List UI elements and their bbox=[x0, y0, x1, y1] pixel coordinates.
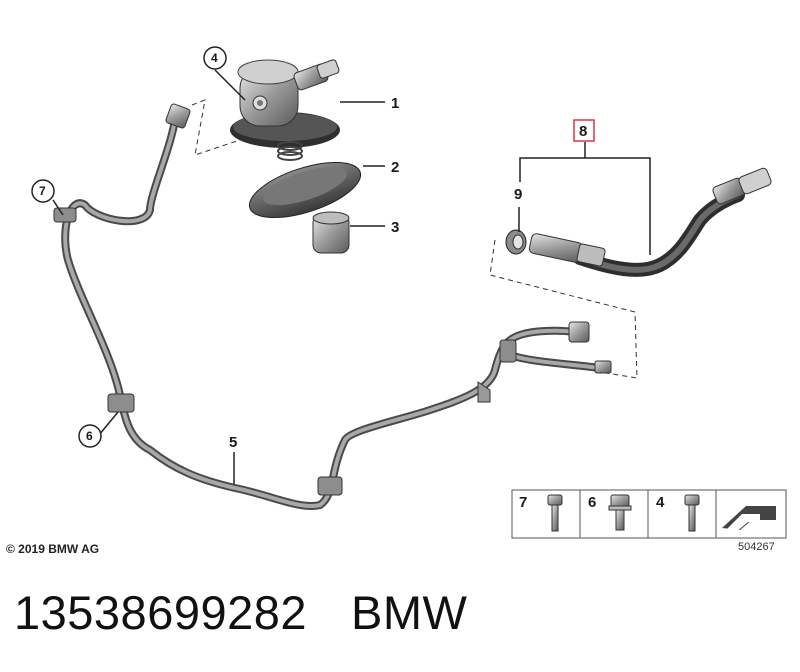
hex-bolt-icon bbox=[608, 494, 632, 531]
callout-5: 5 bbox=[229, 434, 237, 451]
callout-8: 8 bbox=[579, 123, 587, 140]
legend-num-6: 6 bbox=[588, 494, 596, 511]
fuel-hose-assembly[interactable] bbox=[528, 167, 772, 277]
callout-9: 9 bbox=[514, 186, 522, 203]
copyright-text: © 2019 BMW AG bbox=[6, 542, 100, 556]
callout-1: 1 bbox=[391, 95, 399, 112]
arrow-icon bbox=[722, 506, 776, 532]
callout-8-highlight bbox=[573, 119, 595, 142]
part-number: 13538699282 bbox=[14, 586, 308, 639]
callout-3: 3 bbox=[391, 219, 399, 236]
diagram-id: 504267 bbox=[738, 541, 775, 553]
pump-gasket[interactable] bbox=[243, 151, 367, 229]
fuel-pipe[interactable] bbox=[53, 103, 612, 510]
high-pressure-pump[interactable] bbox=[230, 59, 340, 161]
bolt-icon bbox=[684, 494, 700, 532]
guide-lines bbox=[191, 99, 638, 379]
legend-box: 7 6 4 bbox=[511, 489, 787, 539]
roller-tappet[interactable] bbox=[312, 211, 350, 254]
legend-num-4: 4 bbox=[656, 494, 665, 511]
legend-num-7: 7 bbox=[519, 494, 527, 511]
bolt-icon bbox=[547, 494, 563, 532]
callout-2: 2 bbox=[391, 159, 399, 176]
sealing-ring[interactable] bbox=[505, 229, 527, 255]
callout-7: 7 bbox=[39, 184, 46, 198]
callout-6: 6 bbox=[86, 429, 93, 443]
brand-name: BMW bbox=[351, 586, 468, 639]
part-footer: 13538699282 BMW bbox=[14, 585, 467, 640]
callout-4: 4 bbox=[211, 51, 218, 65]
leader-lines bbox=[52, 69, 651, 484]
